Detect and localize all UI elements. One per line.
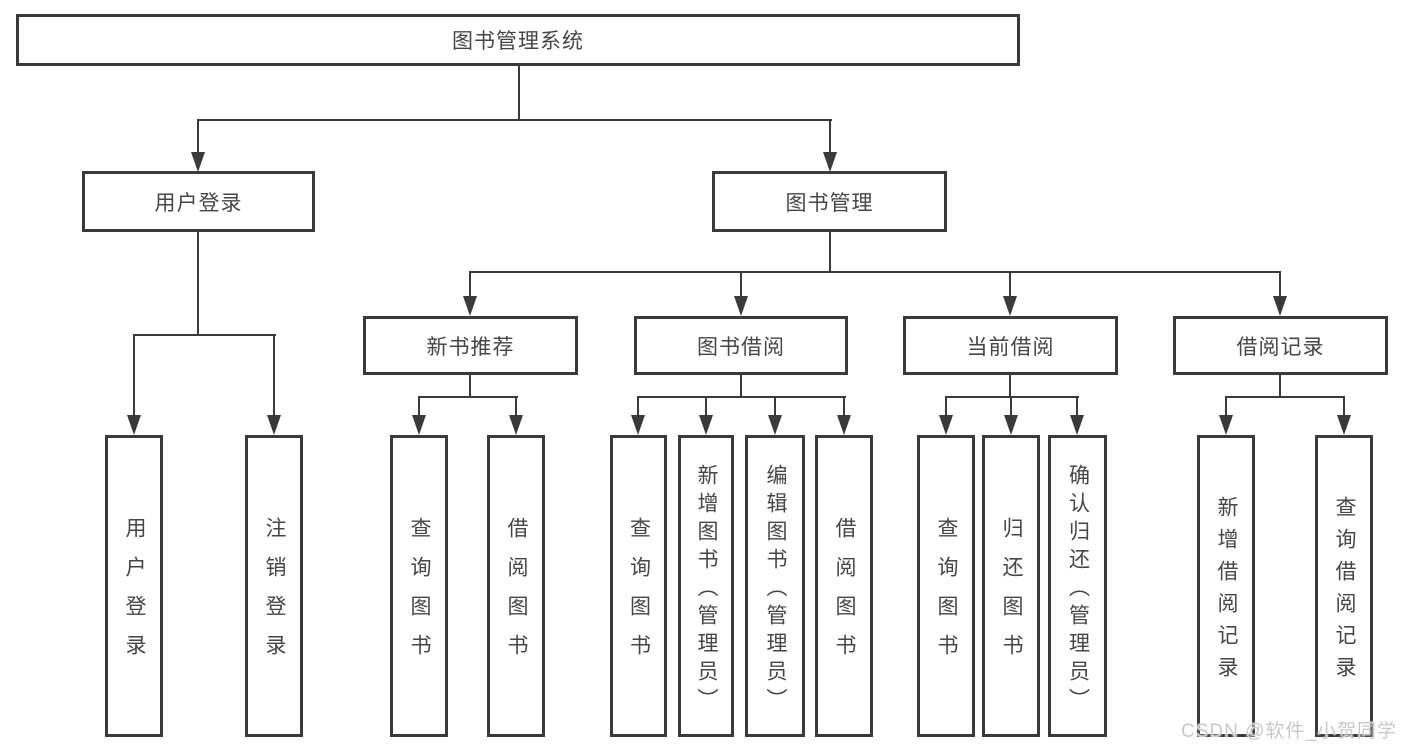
arrow-down-icon: [127, 415, 141, 435]
arrow-down-icon: [939, 415, 953, 435]
leaf-newbook-borrow: 借阅图书: [487, 435, 545, 737]
connector-current-rail: [945, 396, 1079, 398]
connector-newbook-rail: [418, 396, 518, 398]
arrow-down-icon: [768, 415, 782, 435]
leaf-records-add: 新增借阅记录: [1197, 435, 1255, 737]
connector-drop-current-borrow: [1009, 271, 1011, 297]
node-system-root: 图书管理系统: [16, 14, 1020, 66]
arrow-down-icon: [1070, 415, 1084, 435]
connector-mgmt-stem: [829, 231, 831, 273]
arrow-down-icon: [823, 152, 837, 172]
leaf-current-confirm-admin-label: 确认归还（管理员）: [1066, 463, 1090, 716]
leaf-borrow-add-admin-label: 新增图书（管理员）: [695, 463, 718, 716]
node-current-borrow: 当前借阅: [903, 316, 1118, 375]
leaf-borrow-borrow: 借阅图书: [815, 435, 873, 737]
connector-drop-leaf: [1343, 396, 1345, 416]
connector-drop-leaf: [515, 396, 517, 416]
connector-drop-leaf: [1225, 396, 1227, 416]
connector-drop-user-login: [197, 119, 199, 153]
node-current-borrow-label: 当前借阅: [966, 335, 1055, 359]
node-book-borrow-label: 图书借阅: [697, 335, 785, 359]
connector-root-stem: [518, 65, 520, 121]
arrow-down-icon: [1273, 296, 1287, 316]
leaf-borrow-query: 查询图书: [610, 435, 667, 737]
connector-drop-book-management: [829, 119, 831, 153]
connector-root-rail: [197, 119, 832, 121]
leaf-logout: 注销登录: [245, 435, 303, 737]
leaf-current-return: 归还图书: [982, 435, 1040, 737]
connector-drop-leaf: [1076, 396, 1078, 416]
connector-borrow-rail: [637, 396, 846, 398]
leaf-records-query: 查询借阅记录: [1315, 435, 1373, 737]
connector-drop-book-borrow: [740, 271, 742, 297]
arrow-down-icon: [463, 296, 477, 316]
node-borrow-records-label: 借阅记录: [1236, 335, 1325, 359]
connector-mgmt-rail: [469, 271, 1281, 273]
leaf-logout-label: 注销登录: [263, 517, 286, 673]
arrow-down-icon: [191, 152, 205, 172]
arrow-down-icon: [509, 415, 523, 435]
leaf-user-login-label: 用户登录: [123, 517, 146, 673]
connector-drop-leaf: [705, 396, 707, 416]
connector-records-stem: [1279, 374, 1281, 398]
leaf-borrow-query-label: 查询图书: [627, 517, 651, 673]
connector-drop-leaf: [273, 334, 275, 416]
connector-drop-leaf: [637, 396, 639, 416]
connector-drop-leaf: [945, 396, 947, 416]
leaf-newbook-query-label: 查询图书: [408, 517, 431, 673]
node-user-login: 用户登录: [82, 171, 315, 232]
leaf-newbook-query: 查询图书: [390, 435, 448, 737]
connector-drop-leaf: [843, 396, 845, 416]
node-new-book-recommend-label: 新书推荐: [426, 335, 515, 359]
node-system-root-label: 图书管理系统: [452, 30, 584, 53]
leaf-current-return-label: 归还图书: [1000, 517, 1023, 673]
arrow-down-icon: [631, 415, 645, 435]
arrow-down-icon: [1004, 415, 1018, 435]
connector-newbook-stem: [469, 374, 471, 398]
arrow-down-icon: [267, 415, 281, 435]
node-new-book-recommend: 新书推荐: [363, 316, 578, 375]
arrow-down-icon: [412, 415, 426, 435]
arrow-down-icon: [734, 296, 748, 316]
connector-drop-leaf: [774, 396, 776, 416]
arrow-down-icon: [1003, 296, 1017, 316]
connector-drop-leaf: [418, 396, 420, 416]
node-user-login-label: 用户登录: [154, 191, 243, 215]
leaf-records-query-label: 查询借阅记录: [1333, 495, 1356, 688]
arrow-down-icon: [837, 415, 851, 435]
node-borrow-records: 借阅记录: [1173, 316, 1388, 375]
leaf-borrow-add-admin: 新增图书（管理员）: [678, 435, 734, 737]
connector-drop-new-book: [469, 271, 471, 297]
leaf-current-query-label: 查询图书: [935, 517, 958, 673]
connector-records-rail: [1225, 396, 1345, 398]
arrow-down-icon: [1219, 415, 1233, 435]
arrow-down-icon: [1337, 415, 1351, 435]
node-book-management-label: 图书管理: [785, 191, 874, 215]
connector-user-stem: [197, 231, 199, 336]
node-book-borrow: 图书借阅: [634, 316, 848, 375]
connector-drop-leaf: [1010, 396, 1012, 416]
leaf-user-login: 用户登录: [105, 435, 163, 737]
leaf-borrow-edit-admin-label: 编辑图书（管理员）: [764, 463, 787, 716]
node-book-management: 图书管理: [712, 171, 947, 232]
connector-drop-borrow-records: [1279, 271, 1281, 297]
leaf-records-add-label: 新增借阅记录: [1215, 495, 1238, 688]
connector-drop-leaf: [133, 334, 135, 416]
leaf-newbook-borrow-label: 借阅图书: [505, 517, 528, 673]
leaf-borrow-edit-admin: 编辑图书（管理员）: [745, 435, 805, 737]
connector-current-stem: [1009, 374, 1011, 398]
leaf-borrow-borrow-label: 借阅图书: [833, 517, 856, 673]
connector-borrow-stem: [740, 374, 742, 398]
connector-user-rail: [133, 334, 276, 336]
leaf-current-confirm-admin: 确认归还（管理员）: [1048, 435, 1107, 737]
csdn-watermark: CSDN @软件_小贺同学: [1181, 721, 1397, 742]
leaf-current-query: 查询图书: [917, 435, 975, 737]
arrow-down-icon: [699, 415, 713, 435]
